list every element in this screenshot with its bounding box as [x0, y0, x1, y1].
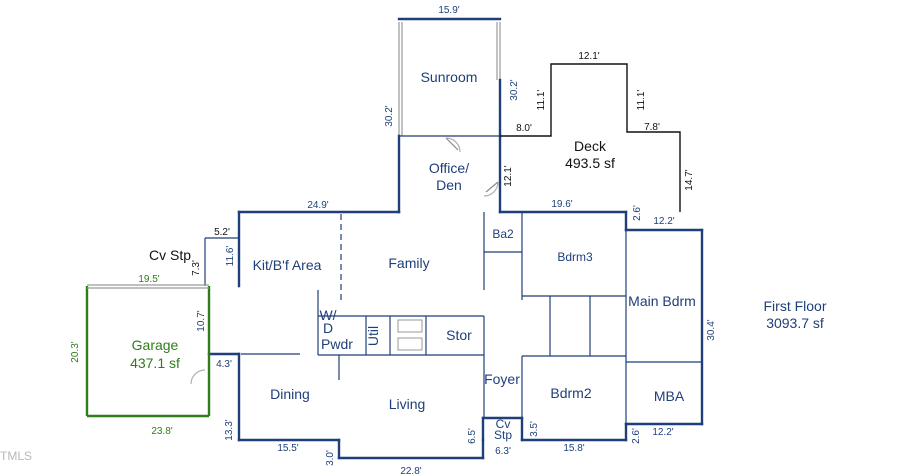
kitchen-label: Kit/B'f Area: [253, 257, 322, 273]
office-door-swing-2: [483, 181, 499, 197]
dim-deck-bottom: 19.6': [551, 199, 572, 210]
util-label: Util: [365, 326, 381, 346]
dim-cvstp-top: 5.2': [214, 227, 230, 238]
deck-label: Deck: [574, 138, 607, 154]
stor-label: Stor: [446, 327, 472, 343]
wd-label-2: D: [323, 320, 333, 336]
cv-stp-side-label: Cv Stp: [149, 247, 191, 263]
floor-name: First Floor: [764, 298, 827, 314]
dim-foyer-left: 6.5': [467, 428, 478, 444]
dim-mba-small: 2.6': [631, 428, 642, 444]
interior-walls: [241, 212, 702, 424]
dim-garage-top: 19.5': [138, 274, 159, 285]
dim-sunroom-right: 30.2': [509, 79, 520, 100]
dim-main-top: 12.2': [653, 216, 674, 227]
house-outline: [204, 210, 704, 460]
appliance-1: [397, 319, 423, 333]
deck-area: 493.5 sf: [565, 155, 615, 171]
dim-dining-left: 13.3': [224, 419, 235, 440]
living-label: Living: [389, 396, 426, 412]
sunroom: [397, 17, 502, 138]
dim-deck-small: 2.6': [632, 205, 643, 221]
office-den: [397, 134, 502, 214]
dim-kit-side: 11.6': [225, 246, 236, 267]
dim-deck-left: 12.1': [503, 165, 514, 186]
bdrm2-label: Bdrm2: [550, 385, 591, 401]
floor-area: 3093.7 sf: [766, 315, 824, 331]
deck-outline: [500, 63, 681, 212]
ba2-label: Ba2: [492, 227, 514, 241]
wd-label-1: W/: [319, 307, 336, 323]
dim-deck-step-left: 8.0': [516, 123, 532, 134]
den-label: Den: [436, 177, 462, 193]
dim-sunroom-left: 30.2': [384, 105, 395, 126]
fixtures: [397, 319, 423, 351]
dim-bdrm2-bottom: 15.8': [563, 443, 584, 454]
dim-kit-lower: 10.7': [196, 310, 207, 331]
garage-label: Garage: [132, 337, 179, 353]
office-door-swing: [445, 137, 461, 153]
dim-mba-bottom: 12.2': [652, 427, 673, 438]
dim-living-bottom: 22.8': [400, 466, 421, 476]
dim-deck-right-up: 11.1': [636, 90, 647, 111]
dim-deck-top: 12.1': [578, 51, 599, 62]
bdrm3-label: Bdrm3: [557, 250, 593, 264]
dim-garage-left: 20.3': [70, 341, 81, 362]
dim-house-top: 24.9': [307, 200, 328, 211]
main-bdrm-label: Main Bdrm: [628, 293, 696, 309]
family-label: Family: [388, 255, 429, 271]
dim-main-right: 30.4': [706, 319, 717, 340]
dim-dining-step: 4.3': [216, 359, 232, 370]
office-door-leaf: [445, 137, 459, 151]
dim-cv-bottom: 6.3': [495, 446, 511, 457]
dim-deck-step-right: 7.8': [644, 122, 660, 133]
garage-area: 437.1 sf: [130, 355, 180, 371]
garage: [85, 284, 211, 418]
foyer-label: Foyer: [484, 371, 520, 387]
office-label: Office/: [429, 160, 469, 176]
dim-dining-bottom: 15.5': [277, 443, 298, 454]
dim-deck-left-up: 11.1': [536, 90, 547, 111]
cv-stp-front-label-2: Stp: [494, 428, 512, 442]
watermark: TMLS: [0, 449, 32, 463]
deck: [500, 63, 681, 212]
dim-living-step: 3.0': [325, 450, 336, 466]
dim-cvstp-side: 7.3': [191, 260, 202, 276]
office-door-leaf-2: [485, 181, 499, 193]
dining-label: Dining: [270, 386, 310, 402]
sunroom-label: Sunroom: [421, 69, 478, 85]
mba-label: MBA: [654, 388, 685, 404]
dim-sunroom-top: 15.9': [438, 5, 459, 16]
dim-cv-right: 3.5': [529, 421, 540, 437]
dim-deck-right: 14.7': [684, 169, 695, 190]
pwdr-label: Pwdr: [321, 336, 353, 352]
dim-garage-bottom: 23.8': [151, 426, 172, 437]
garage-door-swing: [190, 369, 206, 385]
appliance-2: [397, 337, 423, 351]
cv-stp-front-label-1: Cv: [496, 417, 511, 431]
